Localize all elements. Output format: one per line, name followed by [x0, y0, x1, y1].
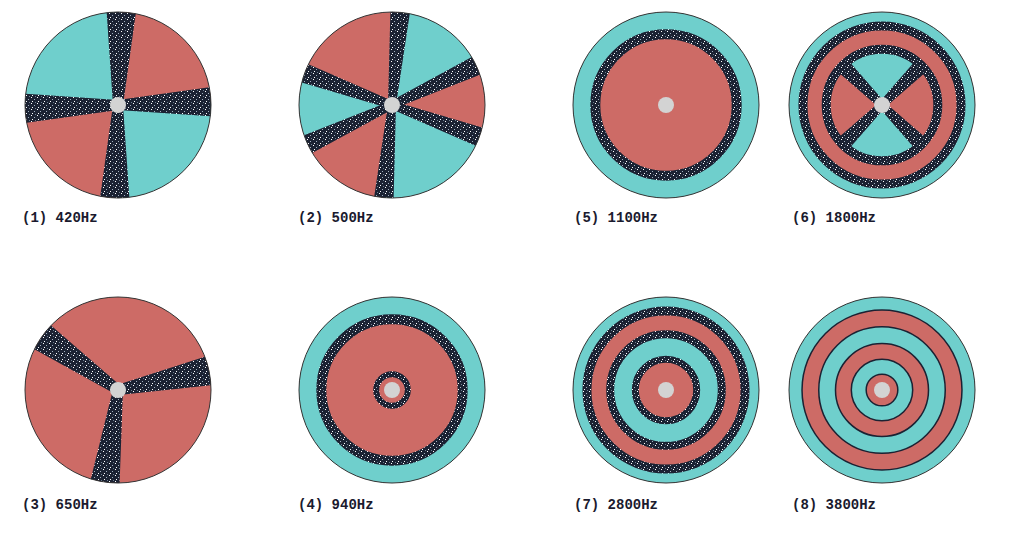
- plate-region: [802, 310, 962, 470]
- plate-outline: [25, 12, 211, 198]
- nodal-ring: [587, 311, 745, 469]
- plate-region: [789, 297, 975, 483]
- nodal-line: [100, 105, 129, 198]
- frequency-label: (3) 650Hz: [22, 497, 98, 513]
- plate-hub: [658, 382, 674, 398]
- nodal-line: [374, 105, 396, 198]
- nodal-ring: [376, 374, 408, 406]
- plate-outline: [573, 297, 759, 483]
- plate-hub: [658, 97, 674, 113]
- nodal-ring: [610, 334, 722, 446]
- plate-region: [851, 359, 912, 420]
- nodal-ring: [595, 34, 736, 175]
- nodal-line: [107, 12, 136, 105]
- nodal-ring: [321, 319, 462, 460]
- nodal-line: [117, 357, 211, 395]
- plate-sector: [115, 102, 211, 198]
- nodal-ring: [836, 344, 929, 437]
- plate-outline: [789, 297, 975, 483]
- plate-region: [573, 12, 759, 198]
- nodal-ring: [635, 359, 696, 420]
- frequency-label: (6) 1800Hz: [792, 210, 876, 226]
- nodal-line: [118, 87, 211, 116]
- nodal-line: [25, 94, 118, 123]
- plate-hub: [384, 382, 400, 398]
- plate-hub: [384, 97, 400, 113]
- nodal-line: [302, 64, 394, 109]
- nodal-line: [91, 389, 123, 483]
- plate-region: [587, 311, 745, 469]
- plate-region: [573, 297, 759, 483]
- plate-region: [836, 344, 929, 437]
- frequency-label: (8) 3800Hz: [792, 497, 876, 513]
- plate-outline: [299, 12, 485, 198]
- plate-outline: [573, 12, 759, 198]
- plate-region: [299, 297, 485, 483]
- plate-hub: [110, 382, 126, 398]
- nodal-ring: [803, 26, 961, 184]
- frequency-label: (5) 1100Hz: [574, 210, 658, 226]
- nodal-line: [304, 101, 394, 153]
- plate-region: [803, 26, 961, 184]
- plate-outline: [25, 297, 211, 483]
- plate-region: [595, 34, 736, 175]
- plate-region: [819, 327, 945, 453]
- plate-outline: [789, 12, 975, 198]
- plate-hub: [874, 97, 890, 113]
- plate-outline: [299, 297, 485, 483]
- frequency-label: (4) 940Hz: [298, 497, 374, 513]
- plate-region: [789, 12, 975, 198]
- nodal-line: [391, 101, 483, 146]
- plate-hub: [874, 382, 890, 398]
- plate-region: [610, 334, 722, 446]
- frequency-label: (7) 2800Hz: [574, 497, 658, 513]
- nodal-ring: [819, 327, 945, 453]
- frequency-label: (1) 420Hz: [22, 210, 98, 226]
- nodal-ring: [851, 359, 912, 420]
- nodal-ring: [866, 374, 898, 406]
- nodal-ring: [802, 310, 962, 470]
- plate-hub: [110, 97, 126, 113]
- nodal-line: [388, 12, 410, 105]
- plate-sector: [25, 12, 121, 108]
- plate-region: [321, 319, 462, 460]
- plate-region: [25, 297, 211, 483]
- plate-region: [866, 374, 898, 406]
- nodal-line: [34, 325, 120, 394]
- nodal-line: [390, 57, 480, 109]
- frequency-label: (2) 500Hz: [298, 210, 374, 226]
- plate-region: [635, 359, 696, 420]
- nodal-ring: [826, 49, 938, 161]
